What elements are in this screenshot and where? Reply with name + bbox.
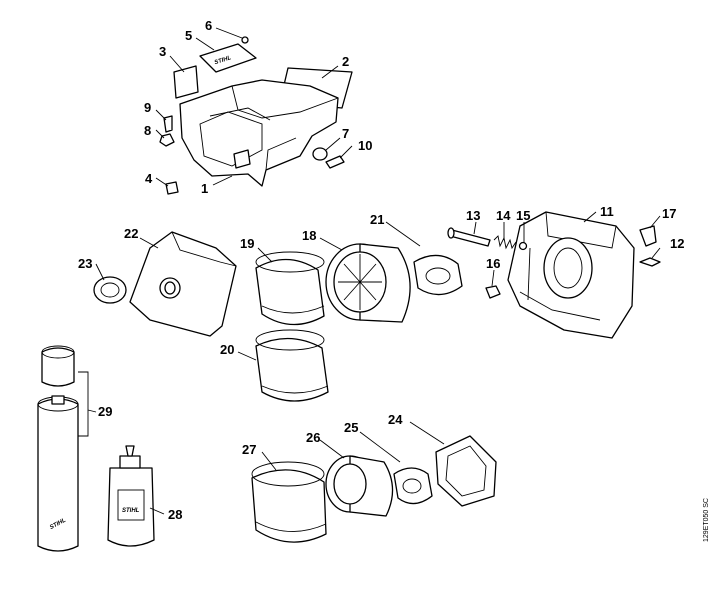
callout-29: 29 [98,404,112,419]
part-29-spray: STIHL [37,345,89,552]
callout-labels: 1 2 3 4 5 6 7 8 9 10 11 12 13 14 15 16 1… [78,18,684,522]
callout-2: 2 [342,54,349,69]
callout-24: 24 [388,412,403,427]
callout-1: 1 [201,181,208,196]
callout-19: 19 [240,236,254,251]
part-9-screw [163,115,173,133]
callout-8: 8 [144,123,151,138]
callout-6: 6 [205,18,212,33]
callout-5: 5 [185,28,192,43]
logo-text: STIHL [214,55,233,66]
carburetor-box-assembly [447,211,661,339]
callout-3: 3 [159,44,166,59]
part-26-filter [325,455,394,517]
part-24-frame [435,435,497,507]
callout-11: 11 [600,204,614,219]
bottle-logo: STIHL [122,508,140,514]
part-11-opening [543,237,593,299]
part-4-plug [165,181,179,195]
part-25-seal [393,467,433,505]
part-6-screw [241,36,249,44]
part-27-band [251,461,327,543]
callout-14: 14 [496,208,511,223]
callout-16: 16 [486,256,500,271]
callout-13: 13 [466,208,480,223]
part-21-gasket [413,254,463,296]
part-13-pin [449,229,491,247]
callout-20: 20 [220,342,234,357]
callout-22: 22 [124,226,138,241]
drawing-code: 129ET050 SC [703,498,710,542]
part-17-clip [639,225,657,247]
shroud-assembly: STIHL [159,36,353,195]
part-7-grommet [312,147,328,161]
part-20-band [255,329,329,402]
part-18-filter [325,243,411,323]
callout-26: 26 [306,430,320,445]
callout-21: 21 [370,212,384,227]
callout-15: 15 [516,208,530,223]
part-10-bolt [325,155,345,169]
callout-27: 27 [242,442,256,457]
part-23-knob [93,276,127,304]
callout-7: 7 [342,126,349,141]
callout-23: 23 [78,256,92,271]
callout-12: 12 [670,236,684,251]
part-14-spring [493,235,517,250]
callout-17: 17 [662,206,676,221]
callout-18: 18 [302,228,316,243]
callout-28: 28 [168,507,182,522]
callout-9: 9 [144,100,151,115]
part-5-logo-plate [199,43,257,73]
part-1-shroud [179,79,339,187]
callout-10: 10 [358,138,372,153]
filter-assembly [93,231,463,402]
callout-25: 25 [344,420,358,435]
part-3-label [173,65,199,99]
part-22-cover [129,231,237,337]
part-19-band [255,251,325,326]
callout-4: 4 [145,171,153,186]
part-15-ring [518,241,528,251]
lower-filter-assembly: STIHL STIHL [37,345,497,552]
leader-lines [87,27,661,515]
part-28-bottle: STIHL [107,445,155,547]
part-16-nut [485,285,501,299]
part-12-screw [639,257,661,267]
